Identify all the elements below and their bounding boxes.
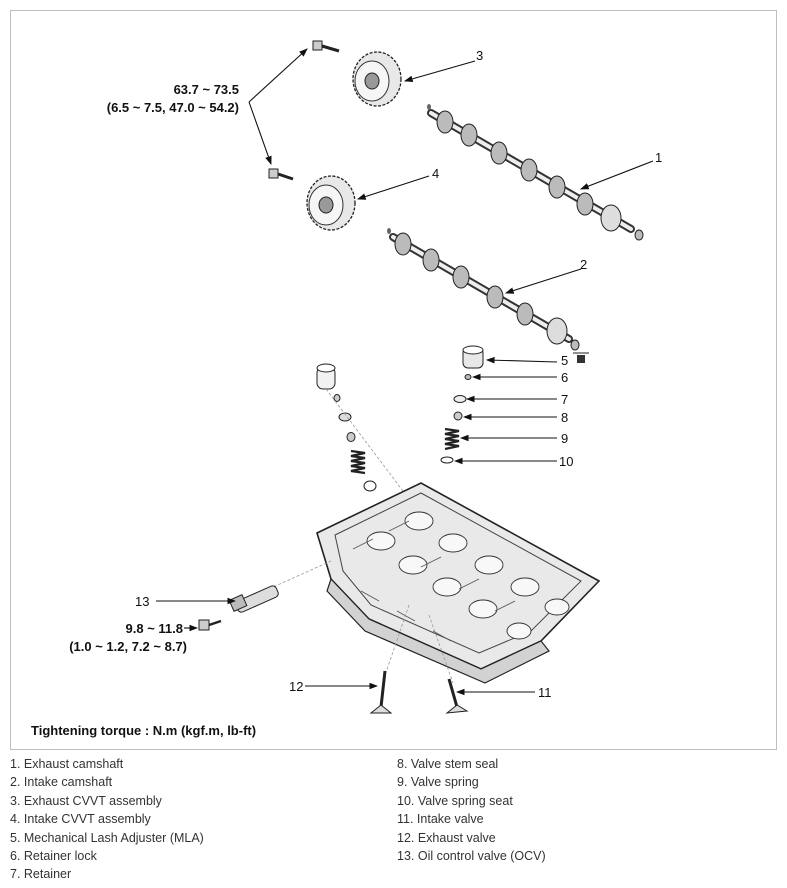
callout-9: 9: [561, 431, 568, 446]
exhaust-cvvt-part: [352, 51, 402, 107]
intake-camshaft-part: [387, 228, 580, 351]
callout-7: 7: [561, 392, 568, 407]
legend-column-right: 8. Valve stem seal 9. Valve spring 10. V…: [397, 755, 546, 865]
torque-cvvt-conversion: (6.5 ~ 7.5, 47.0 ~ 54.2): [107, 100, 239, 115]
legend-item: 6. Retainer lock: [10, 848, 97, 863]
torque-cvvt-value: 63.7 ~ 73.5: [174, 82, 239, 97]
cylinder-head-exploded-diagram: 3 1 4 2 5 6 7 8 9 10 11 12 13 63.7 ~ 73.…: [31, 40, 662, 738]
intake-valve-part: [445, 678, 469, 714]
legend-item: 5. Mechanical Lash Adjuster (MLA): [10, 830, 204, 845]
exhaust-camshaft-part: [427, 104, 644, 241]
callout-6: 6: [561, 370, 568, 385]
figure-caption: Tightening torque : N.m (kgf.m, lb-ft): [31, 723, 256, 738]
callout-3: 3: [476, 48, 483, 63]
cvvt-bolt-lower: [268, 168, 294, 181]
callout-13: 13: [135, 594, 149, 609]
legend-item: 10. Valve spring seat: [397, 793, 513, 808]
callout-5: 5: [561, 353, 568, 368]
parts-legend: 1. Exhaust camshaft 2. Intake camshaft 3…: [0, 755, 787, 888]
intake-cvvt-part: [306, 175, 356, 231]
legend-item: 13. Oil control valve (OCV): [397, 848, 546, 863]
exhaust-valve-train-stack: [316, 363, 404, 492]
legend-item: 8. Valve stem seal: [397, 757, 499, 771]
cylinder-head-part: [250, 482, 601, 684]
intake-valve-train-stack: [440, 345, 589, 464]
torque-ocv-value: 9.8 ~ 11.8: [126, 621, 183, 636]
legend-item: 1. Exhaust camshaft: [10, 757, 124, 771]
callout-11: 11: [538, 685, 552, 700]
legend-item: 4. Intake CVVT assembly: [10, 812, 151, 827]
legend-item: 11. Intake valve: [397, 812, 484, 827]
cvvt-bolt-upper: [312, 40, 340, 53]
legend-item: 3. Exhaust CVVT assembly: [10, 793, 162, 808]
callout-2: 2: [580, 257, 587, 272]
legend-item: 12. Exhaust valve: [397, 830, 496, 845]
mla-detail-icon: [573, 352, 589, 363]
exploded-view-figure: 3 1 4 2 5 6 7 8 9 10 11 12 13 63.7 ~ 73.…: [10, 10, 777, 750]
callout-8: 8: [561, 410, 568, 425]
callout-4: 4: [432, 166, 439, 181]
leader-lines: [156, 48, 654, 696]
exhaust-valve-part: [369, 670, 393, 714]
oil-control-valve-part: [228, 585, 279, 613]
callout-12: 12: [289, 679, 303, 694]
callout-10: 10: [559, 454, 573, 469]
callout-1: 1: [655, 150, 662, 165]
legend-item: 2. Intake camshaft: [10, 775, 113, 790]
torque-ocv-conversion: (1.0 ~ 1.2, 7.2 ~ 8.7): [69, 639, 187, 654]
ocv-bolt: [198, 619, 222, 631]
legend-item: 9. Valve spring: [397, 775, 479, 790]
legend-item: 7. Retainer: [10, 867, 72, 882]
legend-column-left: 1. Exhaust camshaft 2. Intake camshaft 3…: [10, 755, 204, 884]
